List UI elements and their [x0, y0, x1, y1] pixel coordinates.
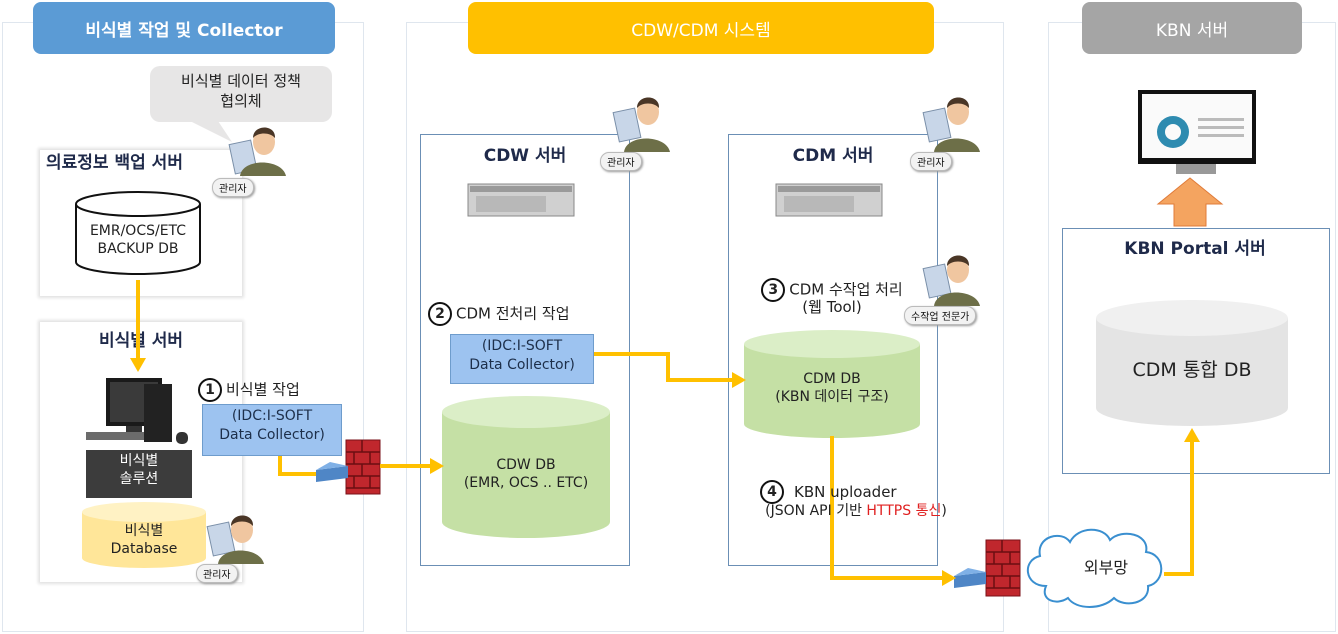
kbn-portal-monitor-icon — [1138, 90, 1256, 174]
admin-badge-backup: 관리자 — [212, 178, 254, 197]
backup-server-title: 의료정보 백업 서버 — [46, 153, 183, 173]
admin-badge-cdw: 관리자 — [600, 152, 642, 171]
policy-speech-text: 비식별 데이터 정책 협의체 — [181, 72, 301, 110]
cdm-integrated-db-cylinder — [1096, 300, 1288, 426]
step4-text: KBN uploader — [794, 482, 897, 501]
deid-db-label: 비식별 Database — [110, 523, 178, 558]
cdm-db-label: CDM DB (KBN 데이터 구조) — [775, 371, 889, 406]
cdm-rack-server-icon — [775, 183, 883, 217]
firewall-right-icon — [985, 539, 1021, 597]
deid-db-cylinder — [82, 502, 206, 568]
cdw-rack-server-icon — [467, 183, 575, 217]
cdw-data-collector-box: (IDC:I-SOFT Data Collector) — [450, 334, 594, 384]
step3-text: CDM 수작업 처리 — [789, 280, 903, 299]
cdw-db-label: CDW DB (EMR, OCS .. ETC) — [463, 457, 589, 492]
external-network-label: 외부망 — [1083, 558, 1129, 577]
admin-person-icon-backup — [228, 127, 286, 176]
admin-person-icon-cdm — [922, 97, 980, 152]
cdw-db-cylinder — [442, 396, 610, 538]
admin-badge-deid: 관리자 — [196, 564, 238, 583]
cdm-integrated-db-label: CDM 통합 DB — [1132, 359, 1252, 381]
backup-db-label: EMR/OCS/ETC BACKUP DB — [89, 223, 187, 258]
admin-person-icon-cdw — [612, 97, 670, 152]
step4-sublabel-prefix: (JSON API 기반 — [765, 503, 867, 519]
arrow-collector-to-firewall — [278, 450, 316, 476]
left-section-header: 비식별 작업 및 Collector — [33, 2, 335, 54]
kbn-portal-server-title: KBN Portal 서버 — [1124, 239, 1266, 259]
step4-number-icon: 4 — [760, 480, 784, 504]
deid-server-title: 비식별 서버 — [98, 331, 184, 351]
upload-up-arrow — [1156, 177, 1224, 227]
step4-label: 4 KBN uploader — [760, 480, 960, 504]
step1-number-icon: 1 — [198, 378, 222, 402]
switch-left-icon — [316, 462, 348, 482]
deid-data-collector-box: (IDC:I-SOFT Data Collector) — [202, 404, 342, 456]
arrow-cdm-to-firewall — [830, 436, 944, 580]
expert-person-icon-cdm — [922, 255, 980, 306]
center-section-header: CDW/CDM 시스템 — [468, 2, 934, 54]
cdm-server-title: CDM 서버 — [792, 146, 874, 166]
cdm-db-cylinder — [744, 330, 920, 438]
expert-badge-cdm: 수작업 전문가 — [904, 306, 977, 325]
cdw-server-title: CDW 서버 — [483, 146, 567, 166]
step4-sublabel-https: HTTPS 통신 — [866, 503, 942, 519]
step4-sublabel-suffix: ) — [941, 503, 947, 519]
pc-workstation-icon — [86, 378, 188, 444]
policy-speech-bubble — [150, 66, 332, 122]
deid-solution-box: 비식별 솔루션 — [86, 450, 192, 498]
admin-badge-cdm: 관리자 — [910, 152, 952, 171]
right-section-header: KBN 서버 — [1082, 2, 1302, 54]
backup-db-cylinder — [75, 191, 201, 275]
step4-sublabel: (JSON API 기반 HTTPS 통신) — [736, 502, 976, 520]
step3-number-icon: 3 — [761, 278, 786, 302]
step2-number-icon: 2 — [428, 302, 452, 326]
step3-sublabel: (웹 Tool) — [802, 298, 862, 316]
arrow-cdw-collector-to-cdm — [594, 352, 734, 382]
firewall-left-icon — [345, 439, 381, 495]
step2-text: CDM 전처리 작업 — [456, 304, 570, 323]
external-network-cloud-icon — [1026, 528, 1163, 608]
step1-text: 비식별 작업 — [226, 380, 300, 399]
admin-person-icon-deid — [206, 515, 264, 564]
arrow-cloud-to-portal — [1164, 440, 1194, 576]
switch-right-icon — [954, 568, 986, 588]
